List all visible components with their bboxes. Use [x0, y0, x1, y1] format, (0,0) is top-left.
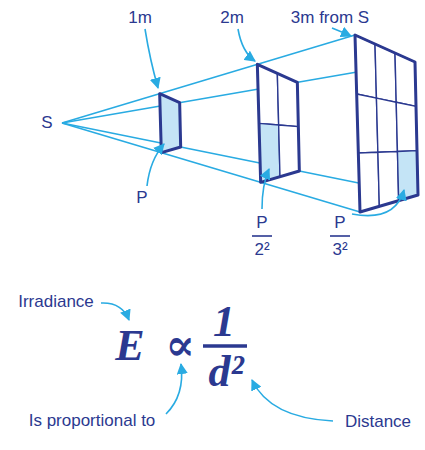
- panel-cell: [160, 94, 181, 153]
- leader-line: [352, 190, 404, 216]
- power-label: P: [136, 188, 147, 208]
- panel-cell: [378, 151, 399, 206]
- area-panel: [160, 94, 181, 153]
- formula-symbol: E: [115, 324, 144, 368]
- panel-cell: [357, 94, 378, 153]
- leader-lines: [101, 28, 404, 421]
- panel-cell: [397, 151, 418, 201]
- leader-line: [262, 169, 269, 209]
- distance-label: 2m: [220, 8, 244, 28]
- leader-line: [332, 28, 351, 36]
- leader-line: [145, 29, 158, 88]
- leader-line: [101, 303, 129, 320]
- distance-label: 1m: [128, 8, 152, 28]
- formula-numerator: 1: [213, 300, 235, 344]
- panel-outline: [257, 64, 299, 182]
- panel-cell: [279, 125, 300, 177]
- formula-denominator: d²: [208, 350, 243, 394]
- area-panel: [355, 35, 418, 212]
- panel-cell: [376, 98, 397, 152]
- distance-label: 3m from S: [291, 8, 369, 28]
- fraction-numerator: P: [256, 213, 267, 233]
- panel-outline: [160, 94, 181, 153]
- panel-cell: [358, 152, 379, 212]
- fraction-denominator: 3²: [332, 240, 347, 260]
- fraction-denominator: 2²: [254, 240, 269, 260]
- formula-symbol: ∝: [165, 324, 195, 368]
- fraction-bar: [330, 235, 350, 237]
- light-ray: [62, 35, 355, 123]
- panel-cell: [259, 123, 280, 182]
- fraction-numerator: P: [334, 213, 345, 233]
- leader-line: [147, 144, 164, 186]
- area-panel: [257, 64, 299, 182]
- term-label: Irradiance: [18, 292, 94, 312]
- panel-cell: [396, 102, 417, 151]
- leader-line: [238, 29, 255, 61]
- source-label: S: [41, 113, 52, 133]
- light-rays: [62, 35, 418, 212]
- area-panels: [160, 35, 418, 212]
- panel-outline: [355, 35, 418, 212]
- light-ray: [62, 123, 360, 212]
- fraction-bar: [203, 344, 247, 348]
- fraction-bar: [252, 235, 272, 237]
- term-label: Distance: [345, 412, 411, 432]
- leader-line: [166, 364, 182, 414]
- fraction-bars: [203, 236, 350, 346]
- term-label: Is proportional to: [29, 411, 156, 431]
- leader-line: [252, 380, 333, 421]
